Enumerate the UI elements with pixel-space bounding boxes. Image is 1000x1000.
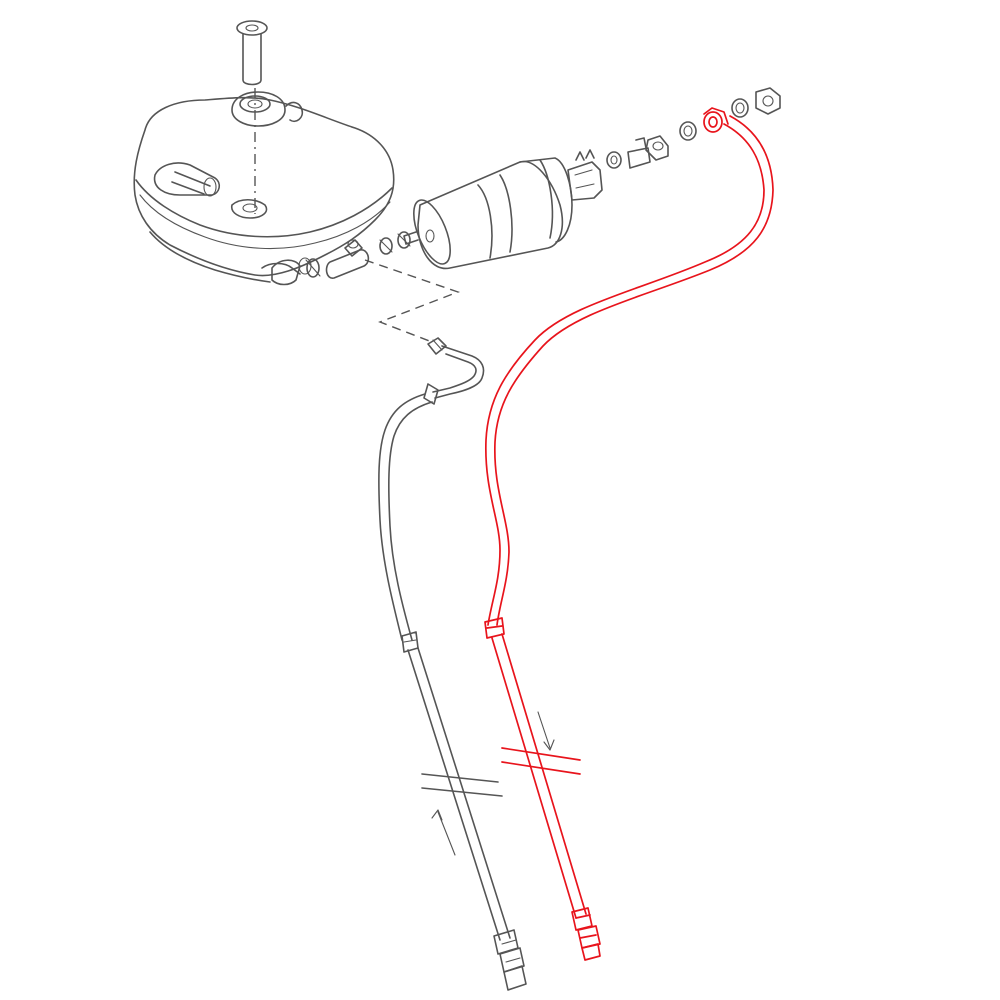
fuel-pump [403,149,603,270]
connection-dashed-route [364,259,461,343]
union-nut [755,87,781,115]
sealing-washers [679,98,749,141]
fuel-tank [133,91,395,283]
tank-mounting-bolt [236,20,268,86]
flow-arrow-up [431,809,456,856]
fuel-feed-line [484,107,774,961]
line-break-mark-right [501,747,581,775]
hose-clamps [271,231,411,286]
fuel-return-line [378,337,527,991]
banjo-bolt [606,135,669,169]
flow-arrow-down [537,711,555,751]
line-break-mark-left [421,773,503,797]
